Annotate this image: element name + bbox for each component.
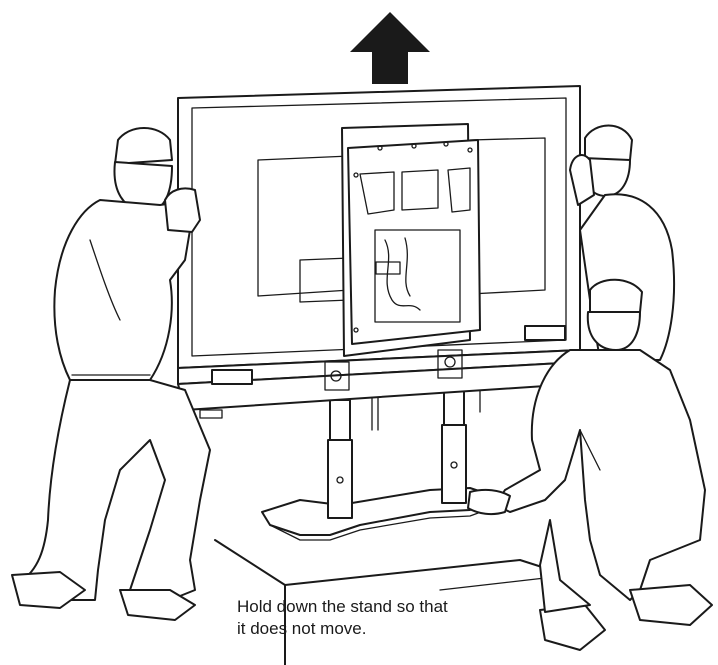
up-arrow-icon [350, 12, 430, 84]
instruction-line-1: Hold down the stand so that [237, 597, 448, 616]
mount-bracket [341, 123, 481, 357]
stand-posts [327, 349, 481, 519]
right-crouching-worker [467, 278, 713, 651]
instruction-line-2: it does not move. [237, 619, 367, 638]
instruction-caption: Hold down the stand so that it does not … [237, 596, 537, 640]
floor-block [214, 539, 546, 665]
left-worker [11, 127, 211, 621]
